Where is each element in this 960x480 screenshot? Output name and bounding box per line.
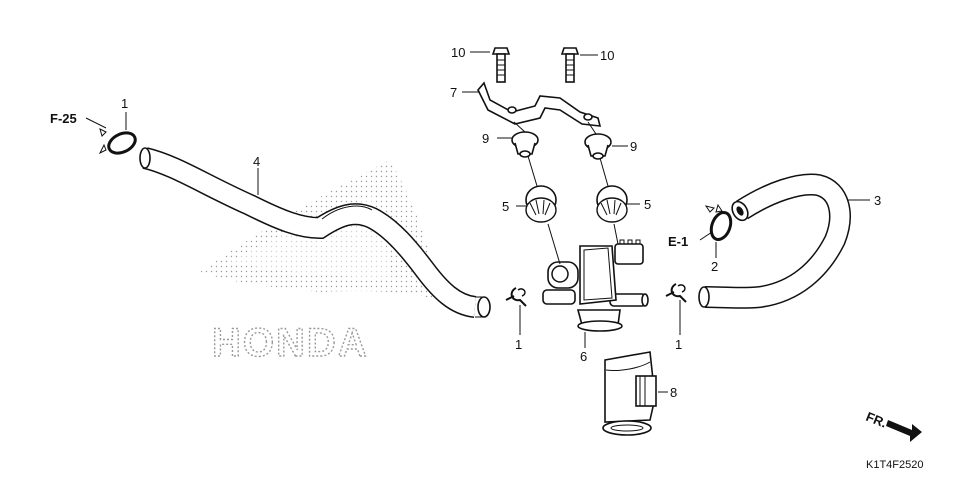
- cover-part-8: [602, 351, 657, 436]
- ref-code-f25: F-25: [50, 111, 77, 126]
- callout-1-bottom-left: 1: [515, 337, 522, 352]
- ref-code-e1: E-1: [668, 234, 688, 249]
- grommet-part-9-right: [584, 133, 612, 160]
- bolt-part-10-left: [491, 47, 511, 83]
- clip-part-1-bottom-left: [505, 287, 527, 307]
- callout-4: 4: [253, 154, 260, 169]
- bolt-part-10-right: [560, 47, 580, 83]
- figure-code: K1T4F2520: [866, 459, 923, 471]
- callout-10-left: 10: [451, 45, 465, 60]
- mount-part-5-left: [525, 185, 557, 223]
- clip-part-1-top: [98, 128, 137, 155]
- front-direction-label: FR.: [864, 409, 889, 431]
- callout-8: 8: [670, 385, 677, 400]
- valve-part-6: [542, 239, 649, 332]
- callout-9-left: 9: [482, 131, 489, 146]
- callout-5-left: 5: [502, 199, 509, 214]
- front-direction-arrow: FR.: [864, 409, 922, 442]
- clip-part-1-bottom-right: [665, 283, 687, 303]
- callout-3: 3: [874, 193, 881, 208]
- hose-part-4: [139, 147, 491, 318]
- hose-part-3: [698, 173, 851, 309]
- clip-part-2: [704, 203, 733, 242]
- callout-6: 6: [580, 349, 587, 364]
- honda-watermark-text: HONDA: [212, 321, 369, 365]
- callout-1-top-left: 1: [121, 96, 128, 111]
- bracket-part-7: [477, 81, 602, 127]
- mount-part-5-right: [596, 185, 628, 223]
- callout-10-right: 10: [600, 48, 614, 63]
- callout-9-right: 9: [630, 139, 637, 154]
- callout-2: 2: [711, 259, 718, 274]
- callout-1-bottom-right: 1: [675, 337, 682, 352]
- leader-lines: [85, 51, 870, 393]
- grommet-part-9-left: [511, 131, 539, 158]
- callout-7: 7: [450, 85, 457, 100]
- callout-5-right: 5: [644, 197, 651, 212]
